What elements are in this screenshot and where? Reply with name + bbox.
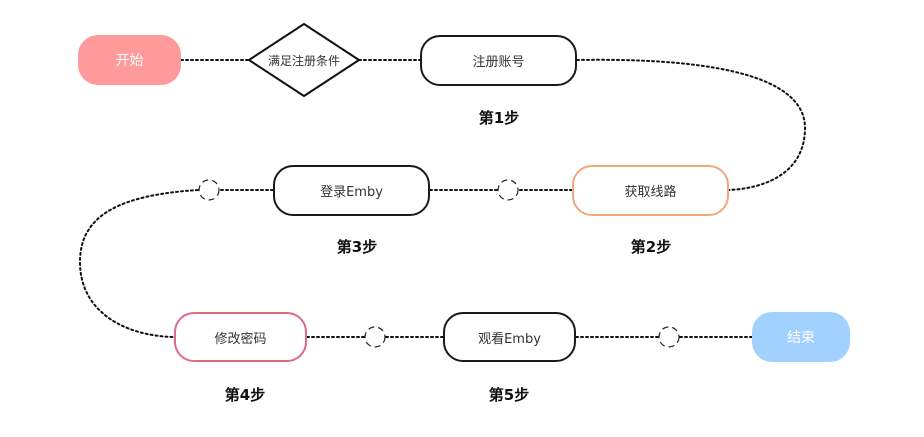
connector-joint-3 xyxy=(364,326,386,348)
login-node: 登录Emby xyxy=(273,165,430,216)
watch-node: 观看Emby xyxy=(443,312,576,362)
step-3-label: 第3步 xyxy=(336,238,378,256)
route-node: 获取线路 xyxy=(572,165,729,216)
decision-diamond xyxy=(247,22,361,98)
password-label: 修改密码 xyxy=(214,331,267,347)
start-node: 开始 xyxy=(78,35,181,85)
register-node: 注册账号 xyxy=(420,35,577,86)
password-node: 修改密码 xyxy=(174,312,307,362)
decision-node: 满足注册条件 xyxy=(249,24,359,96)
login-label: 登录Emby xyxy=(320,185,383,200)
register-label: 注册账号 xyxy=(472,55,525,70)
end-label: 结束 xyxy=(787,330,815,346)
decision-label: 满足注册条件 xyxy=(267,53,340,68)
step-5-label: 第5步 xyxy=(488,386,530,404)
route-label: 获取线路 xyxy=(624,185,677,200)
connector-joint-2 xyxy=(198,179,220,201)
connector-register-route xyxy=(576,58,807,191)
connector-left-curve xyxy=(78,189,199,338)
connector-joint-4 xyxy=(658,326,680,348)
start-label: 开始 xyxy=(115,53,144,69)
connector-joint-1 xyxy=(497,179,519,201)
watch-label: 观看Emby xyxy=(478,331,541,347)
step-1-label: 第1步 xyxy=(478,109,520,127)
step-4-label: 第4步 xyxy=(224,386,266,404)
end-node: 结束 xyxy=(752,312,850,362)
step-2-label: 第2步 xyxy=(630,238,672,256)
